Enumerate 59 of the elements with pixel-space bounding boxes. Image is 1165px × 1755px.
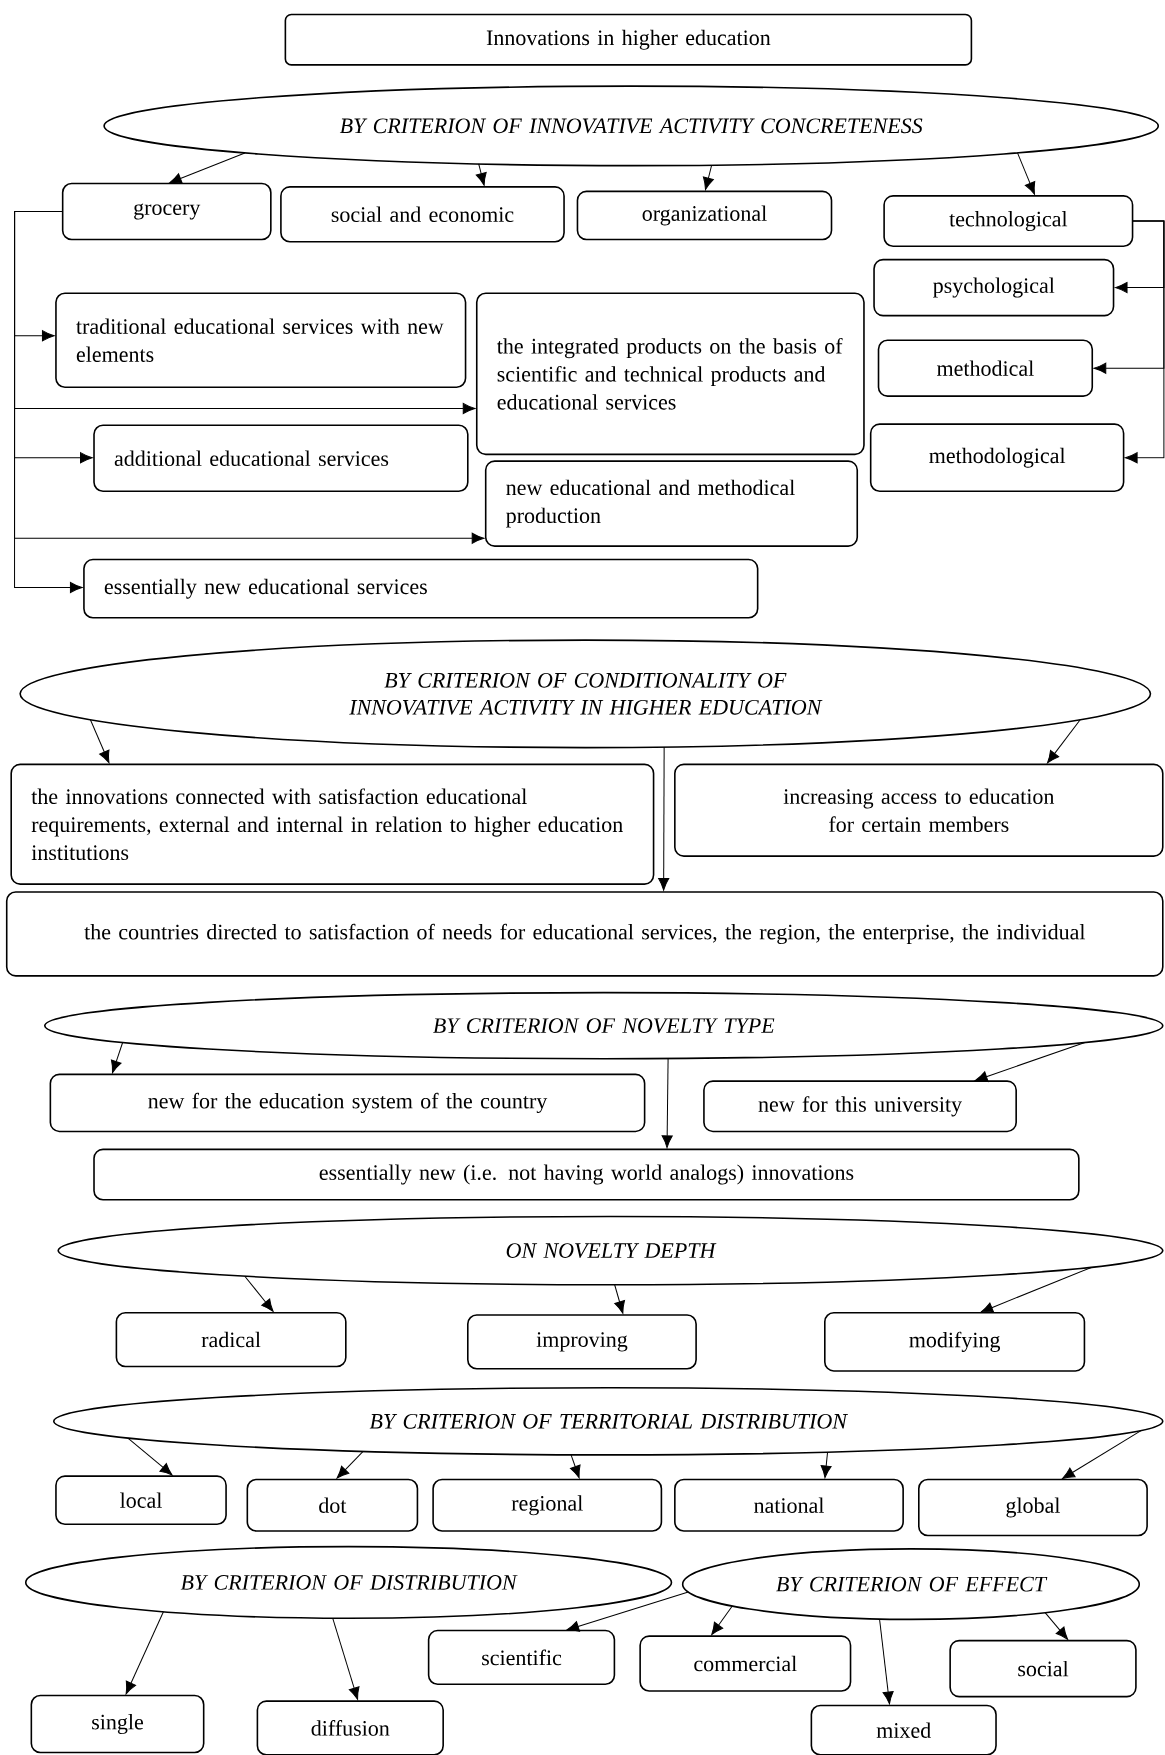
arrow (332, 1617, 360, 1700)
category-box: diffusion (256, 1700, 444, 1755)
category-box: mixed (810, 1704, 997, 1755)
arrow (110, 1042, 124, 1074)
arrow (566, 1591, 689, 1632)
arrow (244, 1275, 274, 1312)
arrow (127, 1437, 173, 1476)
arrow (658, 746, 670, 891)
category-box: traditional educational services with new elements (55, 292, 467, 389)
category-box: organizational (576, 190, 833, 241)
arrow (89, 719, 110, 764)
category-box: the innovations connected with satisfaction educational requirements, external and internal in relation to higher education institutions (10, 763, 655, 885)
category-box: scientific (427, 1629, 616, 1686)
arrow (14, 211, 83, 594)
category-box: national (674, 1478, 904, 1532)
category-box: the integrated products on the basis of scientific and technical products and educational services (475, 292, 865, 456)
category-box: methodical (877, 339, 1094, 397)
arrow (614, 1284, 625, 1314)
category-box: modifying (824, 1311, 1086, 1372)
category-box: additional educational services (93, 424, 469, 493)
category-box: social (949, 1639, 1137, 1698)
arrow (125, 1611, 164, 1695)
arrow (1047, 719, 1081, 764)
category-box: essentially new educational services (83, 558, 759, 619)
arrow (1062, 1430, 1142, 1480)
category-box: radical (115, 1311, 347, 1368)
category-box: technological (883, 195, 1134, 247)
category-box: new for this university (703, 1080, 1017, 1133)
category-box: improving (467, 1314, 697, 1370)
category-box: regional (432, 1478, 663, 1532)
category-box: the countries directed to satisfaction of needs for educational services, the region, the enterprise, the individual (5, 891, 1164, 977)
arrow (879, 1618, 894, 1705)
arrow (820, 1451, 832, 1479)
category-box: new educational and methodical production (484, 460, 859, 547)
category-box: essentially new (i.e. not having world analogs) innovations (93, 1148, 1080, 1201)
category-box: local (55, 1475, 227, 1526)
category-box: dot (246, 1478, 419, 1532)
category-box: methodological (869, 423, 1125, 493)
category-box: single (30, 1694, 205, 1754)
arrow (974, 1042, 1086, 1082)
category-box: commercial (639, 1635, 852, 1692)
arrow (1044, 1612, 1069, 1640)
arrow (169, 152, 246, 184)
category-box: grocery (61, 182, 272, 241)
title-box: Innovations in higher education (284, 13, 973, 66)
arrow (569, 1454, 581, 1479)
category-box: new for the education system of the country (49, 1073, 646, 1133)
arrow (1124, 220, 1165, 464)
category-box: global (918, 1478, 1148, 1537)
arrow (661, 1058, 673, 1148)
arrow (702, 164, 714, 191)
category-box: increasing access to education for certain members (674, 763, 1164, 857)
arrow (336, 1450, 364, 1479)
arrow (711, 1605, 733, 1636)
category-box: social and economic (280, 186, 565, 243)
arrow (475, 163, 487, 186)
arrow (980, 1266, 1092, 1313)
category-box: psychological (873, 258, 1115, 317)
arrow (1017, 152, 1036, 195)
